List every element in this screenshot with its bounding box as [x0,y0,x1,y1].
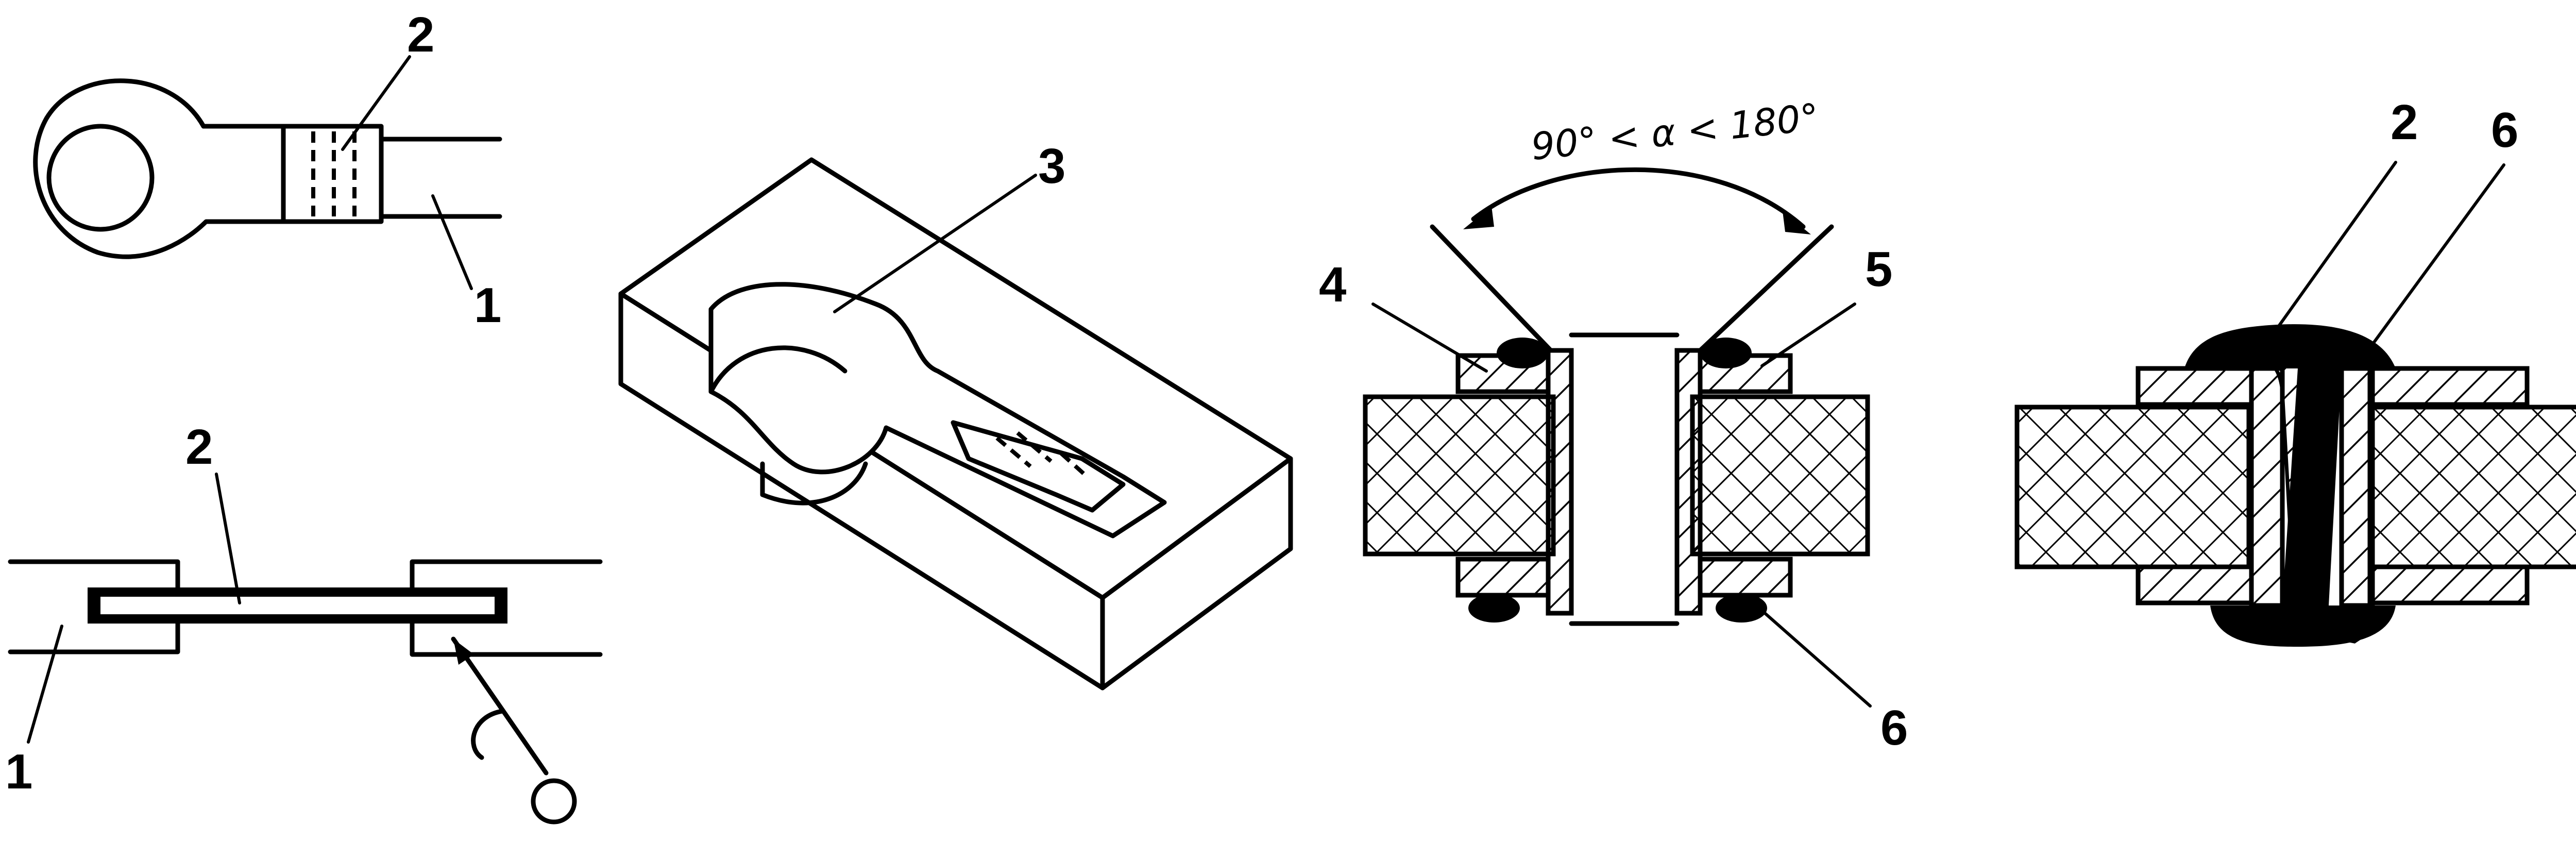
solder-right-bottom [1716,594,1767,623]
tool-arrow-shaft [451,636,549,776]
label-1: 1 [474,278,501,333]
label-5: 5 [1865,242,1892,297]
leader-3 [833,174,1037,313]
tool-handle-circle [531,778,577,825]
angle-arrow-left-icon [1463,206,1494,229]
solder-right-top [1700,338,1752,368]
board-left [1363,394,1556,557]
filled-pad-right-bottom [2367,564,2530,605]
label-4: 4 [1319,257,1346,312]
pad-left-bottom [1455,557,1551,598]
label-3: 3 [1038,139,1065,194]
eyelet-wall-right [1674,348,1703,616]
leader-filled-2 [2265,161,2397,344]
angle-arrow-right-icon [1783,211,1811,234]
ring-lug-hole [46,124,155,232]
angle-line-left [1430,224,1553,353]
die-side-face [1100,456,1293,691]
leader-strip-2 [215,473,241,604]
tool-arrow-head-icon [453,639,474,665]
strip-joint-drawing: 2 1 [5,419,603,825]
label-strip-2: 2 [185,419,213,475]
filled-pad-left-bottom [2136,564,2254,605]
label-filled-2: 2 [2391,95,2418,150]
ring-lug-drawing: 2 1 [33,7,502,333]
cavity-dash-2 [1016,431,1053,463]
board-right [1690,394,1870,557]
angle-arc [1471,167,1806,229]
cavity-dash-1 [995,436,1032,468]
eyelet-wall-left [1546,348,1574,616]
eyelet-section-drawing: 90° < α < 180° 4 5 6 [1319,95,1908,755]
leader-6 [1760,609,1872,708]
label-wire-1: 1 [5,744,32,799]
filled-joint-drawing: 2 6 [2014,95,2576,647]
filled-wall-left [2249,366,2285,608]
filled-wall-right [2339,366,2375,608]
label-filled-6: 6 [2491,103,2518,158]
solder-left-top [1497,338,1548,368]
filled-pad-left-top [2136,366,2254,407]
leader-2 [341,55,411,151]
leader-wire-1 [27,625,63,744]
cavity-dash-3 [1060,452,1089,478]
solder-left-bottom [1468,594,1520,623]
ring-lug-outline [33,78,286,259]
filled-board-right [2367,405,2576,569]
pad-right-bottom [1698,557,1793,598]
leader-filled-6 [2368,163,2505,349]
cavity-strip [951,420,1126,513]
tool-rotation-arc-icon [471,709,505,760]
filled-twisted-strip [2239,338,2376,644]
die-block-drawing: 3 [618,139,1293,691]
leader-4 [1371,302,1488,373]
cavity-hole-wall [760,461,868,506]
filled-board-left [2014,405,2251,569]
leader-5 [1760,302,1856,367]
angle-formula: 90° < α < 180° [1529,95,1821,169]
leader-1 [431,194,473,290]
filled-solder-body [2184,324,2396,647]
filled-pad-right-top [2367,366,2530,407]
strip-inner [100,597,495,614]
label-6: 6 [1880,700,1908,755]
cavity-arch-edge [708,345,848,394]
angle-line-right [1698,224,1834,353]
label-2: 2 [407,7,434,62]
